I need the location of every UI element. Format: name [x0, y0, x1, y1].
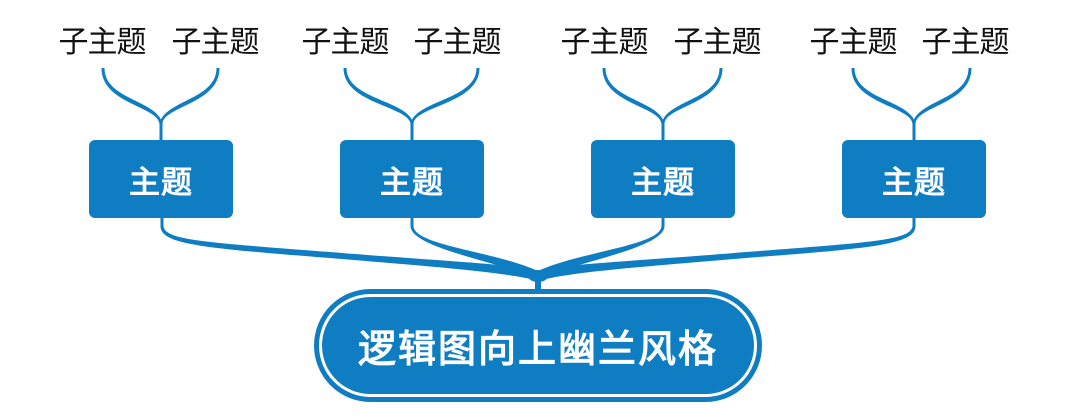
root-topic-label: 逻辑图向上幽兰风格	[357, 327, 718, 371]
topic-label: 主题	[882, 164, 946, 201]
topic-label: 主题	[631, 164, 695, 201]
topic-node-1[interactable]: 主题	[89, 140, 233, 218]
subtopic-4-2[interactable]: 子主题	[921, 25, 1010, 60]
topic-node-3[interactable]: 主题	[591, 140, 735, 218]
subtopic-3-2[interactable]: 子主题	[673, 25, 762, 60]
subtopic-1-2[interactable]: 子主题	[171, 25, 260, 60]
root-topic-node[interactable]: 逻辑图向上幽兰风格	[314, 289, 762, 402]
subtopic-1-1[interactable]: 子主题	[58, 25, 147, 60]
topic-label: 主题	[129, 164, 193, 201]
topic-label: 主题	[380, 164, 444, 201]
subtopic-2-1[interactable]: 子主题	[301, 25, 390, 60]
topic-node-2[interactable]: 主题	[340, 140, 484, 218]
root-topic-fill: 逻辑图向上幽兰风格	[325, 300, 751, 391]
subtopic-3-1[interactable]: 子主题	[560, 25, 649, 60]
subtopic-2-2[interactable]: 子主题	[413, 25, 502, 60]
topic-node-4[interactable]: 主题	[842, 140, 986, 218]
root-inner-ring: 逻辑图向上幽兰风格	[319, 294, 757, 397]
subtopic-4-1[interactable]: 子主题	[809, 25, 898, 60]
